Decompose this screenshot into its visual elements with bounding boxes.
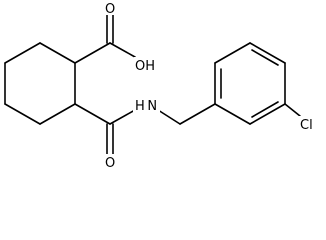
carboxyl-oh-bond (109, 42, 136, 58)
aromatic-bond (214, 42, 251, 64)
carboxyl-oxygen-label-bg (103, 0, 117, 15)
carboxyl-oxygen-label: O (105, 2, 115, 17)
hydroxyl-label: OH (135, 59, 155, 74)
carbonyl-to-nitrogen-bond (109, 109, 136, 125)
carboxylic-acid-group (74, 9, 136, 64)
ring-to-amide-bond (74, 103, 111, 125)
ring-bond (4, 42, 41, 64)
amide-oxygen-label-bg (103, 154, 117, 170)
aromatic-bond (249, 103, 286, 125)
cyclohexane-ring (4, 42, 76, 125)
aromatic-bond (249, 42, 286, 64)
chlorine-label: Cl (300, 118, 313, 133)
nitrogen-to-methylene-bond (157, 109, 181, 125)
chlorine-label-bg (298, 116, 318, 132)
aromatic-inner-bond (251, 101, 279, 118)
ring-bond (39, 42, 76, 64)
methylene-to-phenyl-bond (179, 103, 216, 125)
amide-group (74, 103, 216, 156)
hydroxyl-label-bg (134, 57, 154, 73)
amide-nitrogen-label-bg (133, 97, 160, 113)
ring-to-carboxyl-bond (74, 42, 111, 64)
chemical-structure-diagram: OH O H N O Cl (4, 0, 318, 171)
chlorophenyl-ring (214, 42, 301, 125)
ring-bond (4, 103, 41, 125)
aromatic-inner-bond (251, 49, 279, 66)
amide-oxygen-label: O (105, 156, 115, 171)
ring-bond (39, 103, 76, 125)
amide-nitrogen-label: H N (135, 99, 157, 114)
aryl-chlorine-bond (284, 103, 301, 117)
atom-labels: OH O H N O Cl (103, 0, 318, 171)
aromatic-bond (214, 103, 251, 125)
